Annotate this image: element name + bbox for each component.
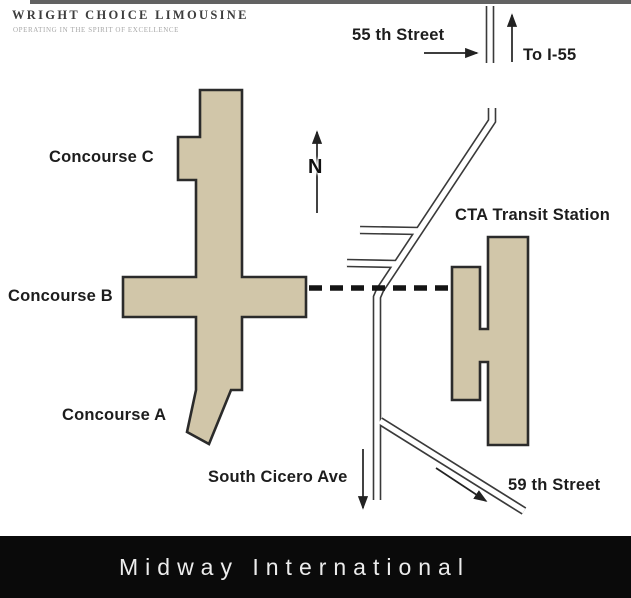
label-cta-station: CTA Transit Station xyxy=(455,206,611,224)
59th-street-arrow xyxy=(435,467,488,502)
footer-title: Midway International xyxy=(119,553,470,580)
label-59th-street: 59 th Street xyxy=(508,476,601,494)
brand-title: WRIGHT CHOICE LIMOUSINE xyxy=(12,8,249,22)
label-concourse-c: Concourse C xyxy=(49,148,154,166)
cta-station-shape xyxy=(450,235,530,447)
top-border-band xyxy=(30,0,631,4)
label-to-i55: To I-55 xyxy=(523,46,577,64)
brand-tagline: OPERATING IN THE SPIRIT OF EXCELLENCE xyxy=(13,26,180,34)
footer-bar: Midway International xyxy=(0,536,631,598)
label-concourse-a: Concourse A xyxy=(62,406,167,424)
terminal-building-shape xyxy=(121,88,308,446)
label-south-cicero-ave: South Cicero Ave xyxy=(208,468,348,486)
label-north: N xyxy=(308,156,323,178)
label-55th-street: 55 th Street xyxy=(352,26,445,44)
label-concourse-b: Concourse B xyxy=(8,287,113,305)
